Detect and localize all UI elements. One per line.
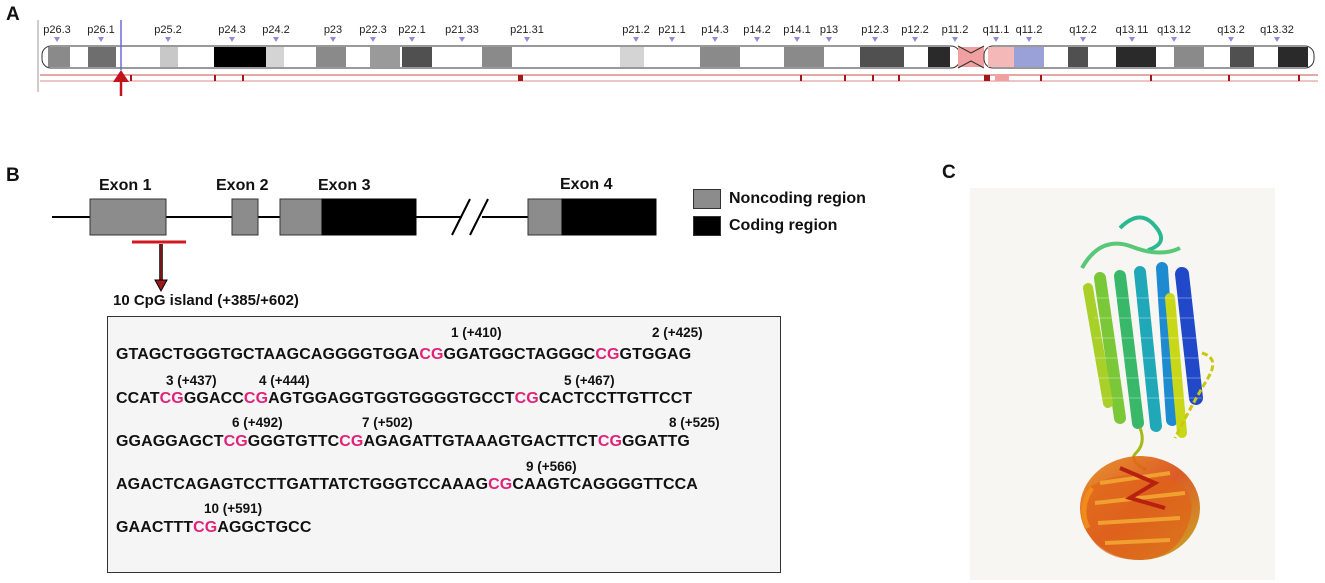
band-tick (1171, 37, 1177, 42)
band-tick (952, 37, 958, 42)
band-label-p22.1: p22.1 (398, 24, 426, 36)
band-tick (1129, 37, 1135, 42)
panel-b-label: B (6, 165, 20, 186)
band-tick (98, 37, 104, 42)
band-label-q12.2: q12.2 (1069, 24, 1097, 36)
legend-noncoding-label: Noncoding region (729, 190, 866, 207)
band-label-p21.31: p21.31 (510, 24, 544, 36)
exon-4-coding (561, 198, 657, 236)
exon-3-label: Exon 3 (318, 177, 371, 194)
protein-structure-image (1080, 215, 1215, 560)
band-label-p26.3: p26.3 (43, 24, 71, 36)
band-tick (330, 37, 336, 42)
band-label-p14.3: p14.3 (701, 24, 729, 36)
cpg-sequence-box: 1 (+410) 2 (+425) 3 (+437) 4 (+444) 5 (+… (107, 316, 781, 573)
q-arm (983, 45, 1315, 69)
cpg-site-label: 7 (+502) (362, 415, 413, 430)
band-label-p14.1: p14.1 (783, 24, 811, 36)
band-label-p24.3: p24.3 (218, 24, 246, 36)
cpg-site-label: 6 (+492) (232, 415, 283, 430)
band-label-p24.2: p24.2 (262, 24, 290, 36)
band-tick (712, 37, 718, 42)
band-label-p13: p13 (820, 24, 838, 36)
centromere-p (958, 47, 984, 67)
band-label-q11.2: q11.2 (1016, 24, 1043, 36)
exon-3-coding (321, 198, 417, 236)
band-label-p11.2: p11.2 (942, 24, 969, 36)
band-tick (54, 37, 60, 42)
band-tick (794, 37, 800, 42)
sequence-line-4: AGACTCAGAGTCCTTGATTATCTGGGTCCAAAGCGCAAGT… (116, 476, 698, 493)
band-tick (669, 37, 675, 42)
band-label-p21.2: p21.2 (622, 24, 650, 36)
cpg-site-label: 10 (+591) (204, 501, 263, 516)
legend-noncoding-swatch (693, 189, 721, 209)
band-tick (459, 37, 465, 42)
band-tick (1274, 37, 1280, 42)
band-tick (165, 37, 171, 42)
cpg-site-label: 5 (+467) (564, 373, 615, 388)
exon-4-noncoding (527, 198, 563, 236)
band-tick (912, 37, 918, 42)
cpg-site-label: 3 (+437) (166, 373, 217, 388)
panel-a-label: A (6, 4, 20, 25)
gene-structure-diagram (52, 198, 657, 293)
band-label-p12.2: p12.2 (901, 24, 929, 36)
band-label-q13.11: q13.11 (1116, 24, 1149, 36)
cpg-site-label: 8 (+525) (669, 415, 720, 430)
sequence-line-3: GGAGGAGCTCGGGGTGTTCCGAGAGATTGTAAAGTGACTT… (116, 433, 690, 450)
band-label-p21.33: p21.33 (445, 24, 479, 36)
band-tick (524, 37, 530, 42)
exon-2-box (231, 198, 259, 236)
band-label-q13.12: q13.12 (1157, 24, 1191, 36)
band-tick (1026, 37, 1032, 42)
sequence-line-1: GTAGCTGGGTGCTAAGCAGGGGTGGACGGGATGGCTAGGG… (116, 346, 692, 363)
band-tick (1228, 37, 1234, 42)
sequence-line-2: CCATCGGGACCCGAGTGGAGGTGGTGGGGTGCCTCGCACT… (116, 390, 693, 407)
band-tick (370, 37, 376, 42)
chromosome-ideogram: p26.3 p26.1 p25.2 p24.3 p24.2 p23 p22.3 p22.1 p2… (37, 20, 1318, 96)
exon-3-noncoding (279, 198, 323, 236)
exon-2-label: Exon 2 (216, 177, 269, 194)
band-label-p25.2: p25.2 (154, 24, 182, 36)
cpg-site-label: 2 (+425) (652, 325, 703, 340)
band-tick (409, 37, 415, 42)
cpg-pointer-arrow-icon (154, 244, 168, 293)
panel-c-label: C (942, 162, 956, 183)
band-label-p22.3: p22.3 (359, 24, 387, 36)
band-label-p14.2: p14.2 (743, 24, 771, 36)
exon-1-label: Exon 1 (99, 177, 152, 194)
band-tick (872, 37, 878, 42)
cpg-site-label: 9 (+566) (526, 459, 577, 474)
band-label-p23: p23 (324, 24, 342, 36)
band-label-p26.1: p26.1 (87, 24, 115, 36)
legend-coding-swatch (693, 216, 721, 236)
band-tick (633, 37, 639, 42)
legend-coding-label: Coding region (729, 217, 838, 234)
band-label-p12.3: p12.3 (861, 24, 889, 36)
band-label-q13.2: q13.2 (1217, 24, 1245, 36)
exon-4-label: Exon 4 (560, 176, 613, 193)
cpg-site-label: 1 (+410) (451, 325, 502, 340)
band-label-q13.32: q13.32 (1260, 24, 1294, 36)
cpg-site-label: 4 (+444) (259, 373, 310, 388)
band-label-p21.1: p21.1 (658, 24, 686, 36)
band-tick (273, 37, 279, 42)
p-arm (41, 45, 961, 69)
sequence-line-5: GAACTTTCGAGGCTGCC (116, 519, 312, 536)
band-tick (1080, 37, 1086, 42)
band-label-q11.1: q11.1 (983, 24, 1010, 36)
band-tick (826, 37, 832, 42)
band-tick (754, 37, 760, 42)
gene-location-arrow-icon (113, 70, 129, 96)
exon-1-box (89, 198, 167, 236)
band-tick (229, 37, 235, 42)
band-tick (993, 37, 999, 42)
cpg-island-title: 10 CpG island (+385/+602) (113, 292, 299, 309)
